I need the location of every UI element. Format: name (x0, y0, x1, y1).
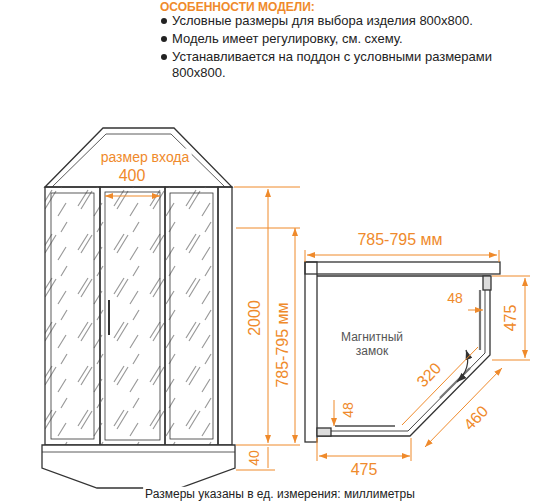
dimension-value: 48 (340, 400, 357, 420)
bullet-dot (161, 18, 167, 60)
plan-view (305, 262, 500, 442)
dimension-value: 2000 (245, 298, 264, 338)
dimension-value: 460 (458, 400, 493, 435)
part-label: Магнитный замок (329, 330, 415, 359)
dimension-value: 475 (349, 460, 380, 479)
caption: Размеры указаны в ед. измерения: миллиме… (143, 487, 417, 501)
front-view (42, 128, 235, 488)
heading: ОСОБЕННОСТИ МОДЕЛИ: (160, 0, 315, 14)
feature-note: Условные размеры для выбора изделия 800х… (172, 13, 542, 29)
dimension-value: 475 (501, 303, 520, 334)
dimension-value: 48 (445, 290, 465, 307)
dimension-value: 40 (246, 448, 263, 468)
dimension-value: 400 (117, 166, 148, 185)
dimension-lines (105, 187, 300, 470)
dimension-value: 785-795 мм (273, 300, 292, 389)
dimension-value: 785-795 мм (355, 230, 444, 249)
dimension-caption: размер входа (99, 149, 192, 166)
dimension-lines (305, 250, 530, 461)
feature-note: Модель имеет регулировку, см. схему. (172, 31, 542, 47)
feature-note: Устанавливается на поддон с условными ра… (172, 49, 512, 80)
dimension-value: 320 (411, 357, 446, 392)
